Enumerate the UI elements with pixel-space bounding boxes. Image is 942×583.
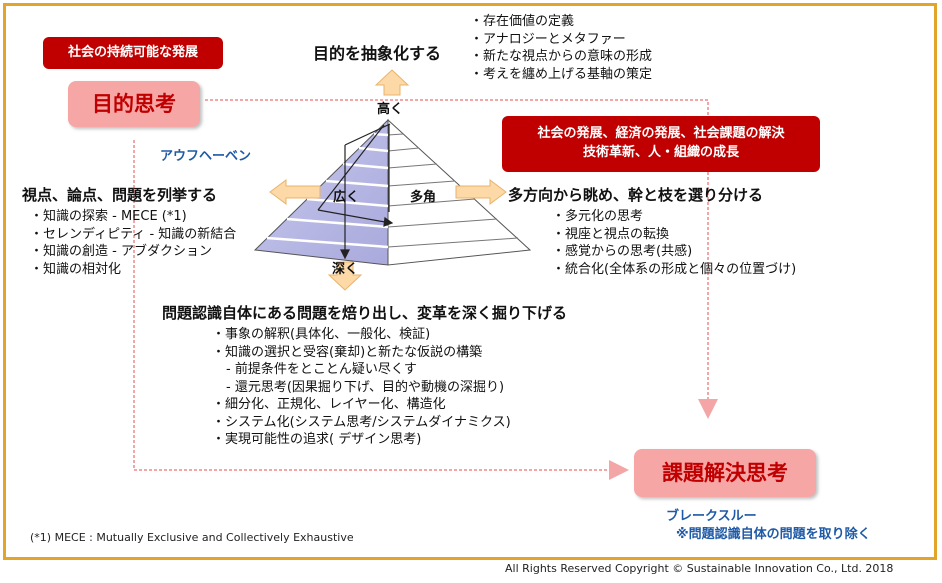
sustainable-development-badge: 社会の持続可能な発展	[43, 37, 223, 69]
list-item: ・知識の探索 - MECE (*1)	[30, 209, 187, 224]
list-item: ・知識の創造 - アブダクション	[30, 244, 212, 259]
abstraction-list: ・存在価値の定義 ・アナロジーとメタファー ・新たな視点からの意味の形成 ・考え…	[470, 13, 652, 83]
label-wide: 広く	[333, 190, 360, 205]
list-item: ・多元化の思考	[552, 209, 644, 224]
list-item: ・統合化(全体系の形成と個々の位置づけ)	[552, 261, 797, 277]
list-subitem: - 還元思考(因果掘り下げ、目的や動機の深掘り)	[226, 379, 505, 395]
list-item: ・存在価値の定義	[470, 14, 575, 29]
social-goals-box: 社会の発展、経済の発展、社会課題の解決 技術革新、人・組織の成長	[502, 116, 820, 172]
list-item: ・実現可能性の追求( デザイン思考)	[212, 432, 422, 447]
breakthrough-note: ※問題認識自体の問題を取り除く	[676, 527, 871, 542]
list-item: ・アナロジーとメタファー	[470, 31, 626, 47]
block-arrows	[269, 69, 507, 291]
aufheben-label: アウフヘーベン	[160, 149, 252, 164]
connector-lines	[133, 99, 718, 480]
list-item: ・セレンディピティ - 知識の新結合	[30, 226, 237, 242]
list-item: ・知識の選択と受容(棄却)と新たな仮説の構築	[212, 344, 483, 360]
label-deep: 深く	[332, 262, 359, 277]
list-subitem: - 前提条件をとことん疑い尽くす	[226, 362, 417, 377]
list-item: ・感覚からの思考(共感)	[552, 244, 693, 259]
list-item: ・細分化、正規化、レイヤー化、構造化	[212, 397, 446, 412]
footnote: (*1) MECE : Mutually Exclusive and Colle…	[30, 531, 354, 544]
list-item: ・知識の相対化	[30, 261, 122, 277]
enumerate-heading: 視点、論点、問題を列挙する	[22, 186, 218, 204]
enumerate-list: ・知識の探索 - MECE (*1) ・セレンディピティ - 知識の新結合 ・知…	[30, 208, 236, 278]
breakthrough-label: ブレークスルー	[666, 509, 757, 524]
multi-direction-heading: 多方向から眺め、幹と枝を選り分ける	[508, 186, 764, 204]
social-goals-line2: 技術革新、人・組織の成長	[582, 145, 739, 160]
copyright: All Rights Reserved Copyright © Sustaina…	[505, 562, 894, 575]
list-item: ・考えを纏め上げる基軸の策定	[470, 66, 653, 82]
deep-dig-heading: 問題認識自体にある問題を焙り出し、変革を深く掘り下げる	[162, 304, 568, 322]
social-goals-line1: 社会の発展、経済の発展、社会課題の解決	[537, 126, 785, 141]
list-item: ・新たな視点からの意味の形成	[470, 49, 653, 64]
list-item: ・視座と視点の転換	[552, 226, 670, 242]
list-item: ・事象の解釈(具体化、一般化、検証)	[212, 327, 431, 342]
multi-direction-list: ・多元化の思考 ・視座と視点の転換 ・感覚からの思考(共感) ・統合化(全体系の…	[552, 208, 796, 278]
label-high: 高く	[377, 102, 404, 117]
label-multi-angle: 多角	[410, 190, 437, 205]
purpose-thinking-box: 目的思考	[68, 81, 200, 127]
deep-dig-list: ・事象の解釈(具体化、一般化、検証) ・知識の選択と受容(棄却)と新たな仮説の構…	[212, 326, 511, 449]
abstraction-heading: 目的を抽象化する	[313, 44, 442, 63]
problem-solving-box: 課題解決思考	[634, 449, 816, 497]
list-item: ・システム化(システム思考/システムダイナミクス)	[212, 414, 511, 430]
